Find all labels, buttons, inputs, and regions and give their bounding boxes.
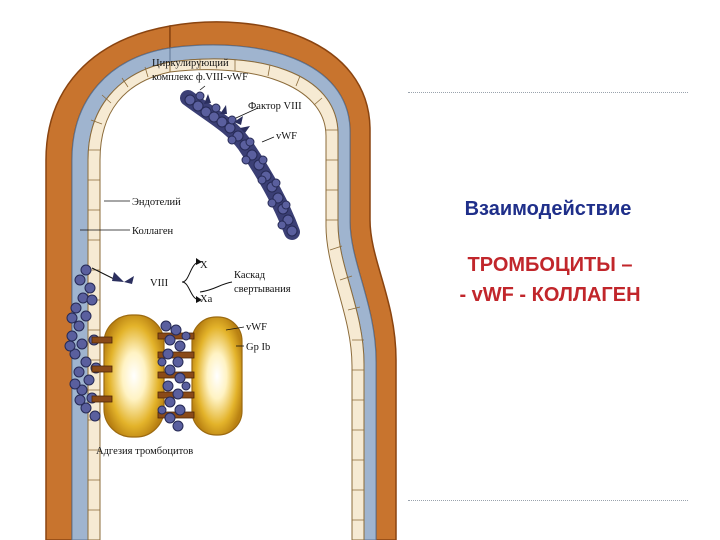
label-adhesion: Адгезия тромбоцитов	[96, 446, 193, 457]
vwf-middle-chain	[157, 320, 191, 432]
label-vwf-bottom: vWF	[246, 322, 267, 333]
slide-title: Взаимодействие	[464, 198, 632, 220]
vwf-bottom-pointer	[225, 326, 245, 331]
slide-subtitle-line1: ТРОМБОЦИТЫ –	[467, 254, 633, 276]
label-complex-line1: Циркулирующий	[152, 58, 229, 69]
label-vwf-top: vWF	[276, 131, 297, 142]
label-collagen: Коллаген	[132, 226, 174, 237]
cascade-arrows	[91, 258, 233, 303]
platelet-left	[103, 314, 165, 438]
label-complex-line2: комплекс ф.VIII-vWF	[152, 72, 248, 83]
slide-subtitle-line2: - vWF - КОЛЛАГЕН	[459, 284, 641, 306]
bottom-divider	[408, 500, 688, 501]
label-endothelium: Эндотелий	[132, 197, 181, 208]
top-divider	[408, 92, 688, 93]
factor-viii-pointer	[235, 107, 259, 119]
label-xa: Xa	[200, 294, 213, 305]
vwf-top-pointer	[261, 136, 275, 143]
right-vessel-wall	[169, 21, 397, 540]
slide-subtitle: ТРОМБОЦИТЫ – - vWF - КОЛЛАГЕН	[400, 250, 700, 310]
platelet-right	[191, 316, 243, 436]
label-cascade-line1: Каскад	[234, 270, 266, 281]
label-x: X	[200, 260, 208, 271]
vwf-factor-viii-complex	[180, 90, 300, 240]
label-cascade-line2: свертывания	[234, 284, 291, 295]
label-factor-viii: Фактор VIII	[248, 101, 302, 112]
label-gp-ib: Gp Ib	[246, 342, 270, 353]
label-viii: VIII	[150, 278, 169, 289]
complex-pointer	[199, 85, 206, 91]
